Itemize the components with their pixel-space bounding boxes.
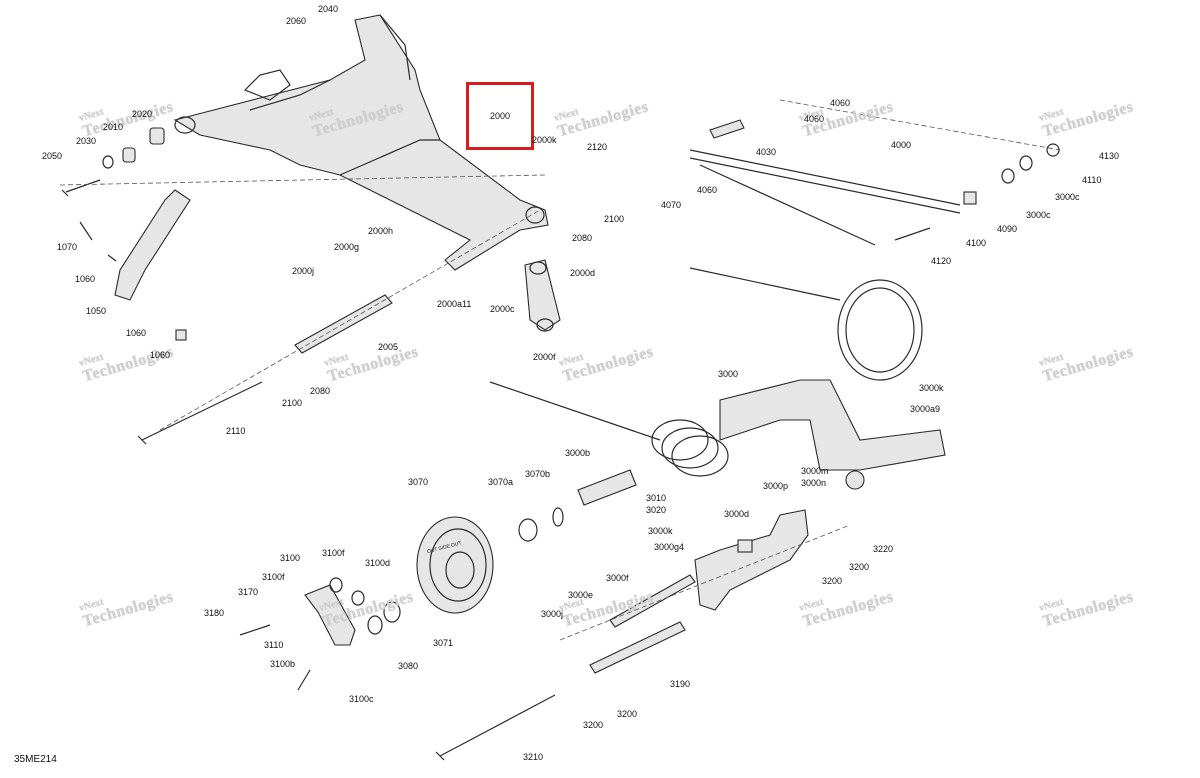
- idler-wheel-3070[interactable]: OUT SIDE OUT: [416, 516, 494, 614]
- part-label[interactable]: 3100f: [322, 548, 345, 558]
- part-label[interactable]: 3071: [433, 638, 454, 648]
- part-label[interactable]: 3020: [646, 505, 667, 515]
- part-label[interactable]: 2000h: [368, 226, 394, 236]
- part-label[interactable]: 2100: [282, 398, 303, 408]
- lower-link-3100[interactable]: [239, 577, 401, 691]
- part-label[interactable]: 1060: [150, 350, 171, 360]
- part-label[interactable]: 3000m: [801, 466, 829, 476]
- part-label[interactable]: 3000j: [541, 609, 564, 619]
- idler-bracket-4090[interactable]: [894, 143, 1060, 241]
- part-label[interactable]: 2005: [378, 342, 399, 352]
- spring-3010[interactable]: [489, 381, 729, 477]
- part-label[interactable]: 3000n: [801, 478, 827, 488]
- part-label[interactable]: 2000k: [532, 135, 557, 145]
- part-label[interactable]: 2020: [132, 109, 153, 119]
- part-label[interactable]: 3070: [408, 477, 429, 487]
- part-label[interactable]: 3010: [646, 493, 667, 503]
- part-label[interactable]: 3100d: [365, 558, 391, 568]
- part-label[interactable]: 2040: [318, 4, 339, 14]
- link-arm-1050[interactable]: [79, 189, 191, 341]
- highlighted-part-box: [466, 82, 534, 150]
- part-label[interactable]: 2030: [76, 136, 97, 146]
- part-label[interactable]: 4110: [1082, 175, 1102, 185]
- part-label[interactable]: 3000b: [565, 448, 591, 458]
- part-label-highlighted[interactable]: 2000: [490, 111, 511, 121]
- part-label[interactable]: 3190: [670, 679, 691, 689]
- part-label[interactable]: 3200: [617, 709, 638, 719]
- part-label[interactable]: 4000: [891, 140, 912, 150]
- spacer-3000b[interactable]: [577, 469, 637, 506]
- part-label[interactable]: 2000c: [490, 304, 515, 314]
- part-label[interactable]: 3000k: [919, 383, 944, 393]
- part-label[interactable]: 3000p: [763, 481, 789, 491]
- part-label[interactable]: 3070b: [525, 469, 551, 479]
- bolt-3210[interactable]: [435, 694, 556, 761]
- part-label[interactable]: 2080: [572, 233, 593, 243]
- part-label[interactable]: 2010: [103, 122, 124, 132]
- part-label[interactable]: 3080: [398, 661, 419, 671]
- part-label[interactable]: 3000d: [724, 509, 750, 519]
- part-label[interactable]: 3170: [238, 587, 259, 597]
- part-label[interactable]: 3100f: [262, 572, 285, 582]
- part-label[interactable]: 1060: [75, 274, 96, 284]
- part-label[interactable]: 3110: [264, 640, 284, 650]
- part-label[interactable]: 3000c: [1055, 192, 1080, 202]
- part-label[interactable]: 2000j: [292, 266, 315, 276]
- part-label[interactable]: 3100b: [270, 659, 296, 669]
- part-label[interactable]: 2110: [226, 426, 246, 436]
- part-label[interactable]: 4060: [697, 185, 718, 195]
- part-label[interactable]: 1060: [126, 328, 147, 338]
- part-label[interactable]: 4060: [804, 114, 825, 124]
- part-label[interactable]: 3000k: [648, 526, 673, 536]
- diagram-code: 35ME214: [14, 754, 57, 765]
- part-label[interactable]: 2000d: [570, 268, 596, 278]
- part-label[interactable]: 3100c: [349, 694, 374, 704]
- part-label[interactable]: 3000c: [1026, 210, 1051, 220]
- part-label[interactable]: 3220: [873, 544, 894, 554]
- part-label[interactable]: 4060: [830, 98, 851, 108]
- part-label[interactable]: 3200: [849, 562, 870, 572]
- part-label[interactable]: 3100: [280, 553, 301, 563]
- link-2000d[interactable]: [524, 259, 561, 332]
- part-label[interactable]: 3200: [822, 576, 843, 586]
- part-label[interactable]: 1070: [57, 242, 78, 252]
- part-label[interactable]: 2080: [310, 386, 331, 396]
- part-label[interactable]: 2000g: [334, 242, 360, 252]
- bracket-3000d[interactable]: [694, 509, 809, 611]
- part-label[interactable]: 2000f: [533, 352, 556, 362]
- part-label[interactable]: 3000e: [568, 590, 594, 600]
- bushing-group-2010[interactable]: [61, 127, 165, 197]
- part-label[interactable]: 3070a: [488, 477, 514, 487]
- part-label[interactable]: 3200: [583, 720, 604, 730]
- part-label[interactable]: 4120: [931, 256, 952, 266]
- part-label[interactable]: 2050: [42, 151, 63, 161]
- part-label[interactable]: 3000: [718, 369, 739, 379]
- part-label[interactable]: 3000a9: [910, 404, 941, 414]
- bolt-2110[interactable]: [137, 381, 263, 445]
- shaft-3190[interactable]: [589, 574, 696, 674]
- part-label[interactable]: 2000a11: [437, 299, 472, 309]
- spacer-4030[interactable]: [709, 119, 745, 139]
- part-label[interactable]: 3000f: [606, 573, 629, 583]
- part-label[interactable]: 4030: [756, 147, 777, 157]
- part-label[interactable]: 4100: [966, 238, 987, 248]
- upper-arm-2000[interactable]: [173, 14, 549, 271]
- part-label[interactable]: 2100: [604, 214, 625, 224]
- part-label[interactable]: 2060: [286, 16, 307, 26]
- rear-arm-3000[interactable]: [689, 267, 946, 490]
- rod-4000[interactable]: [689, 149, 961, 246]
- part-label[interactable]: 4070: [661, 200, 682, 210]
- part-label[interactable]: 3000g4: [654, 542, 685, 552]
- part-label[interactable]: 2120: [587, 142, 608, 152]
- part-label[interactable]: 1050: [86, 306, 107, 316]
- part-label[interactable]: 4130: [1099, 151, 1120, 161]
- part-label[interactable]: 3210: [523, 752, 544, 762]
- part-label[interactable]: 3180: [204, 608, 225, 618]
- bearing-3070a[interactable]: [518, 507, 564, 542]
- part-label[interactable]: 4090: [997, 224, 1018, 234]
